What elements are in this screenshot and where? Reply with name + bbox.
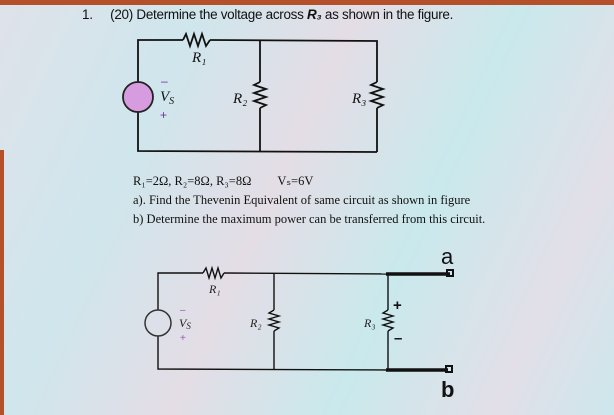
- r1-label: R₁: [191, 50, 206, 66]
- terminal-b-label: b: [441, 377, 454, 402]
- values-line: R₁=2Ω, R₂=8Ω, R₃=8Ω Vₛ=6V: [133, 172, 485, 191]
- r1-label-2: R₁: [208, 282, 221, 296]
- r2-label: R₂: [232, 91, 247, 107]
- question-points: (20): [110, 7, 133, 22]
- voltage-source-2-icon: [144, 309, 172, 337]
- vs-label-2: VS: [179, 316, 191, 331]
- question-text-after: as shown in the figure.: [324, 7, 454, 22]
- voltage-source-icon: [122, 81, 154, 113]
- part-b: b) Determine the maximum power can be tr…: [133, 212, 486, 226]
- r3-minus: –: [394, 330, 402, 347]
- terminal-a-label: a: [441, 244, 454, 269]
- question-heading: 1. (20) Determine the voltage across R₃ …: [82, 7, 453, 22]
- question-number: 1.: [82, 7, 93, 22]
- r3-plus: +: [393, 297, 402, 314]
- r3-label-2: R₃: [363, 316, 376, 330]
- r2-label-2: R₂: [249, 316, 262, 330]
- resistor-values: R₁=2Ω, R₂=8Ω, R₃=8Ω: [133, 174, 252, 188]
- source-value: Vₛ=6V: [277, 174, 314, 188]
- part-a: a). Find the Thevenin Equivalent of same…: [133, 193, 471, 207]
- vs-plus: +: [160, 108, 167, 122]
- given-values: R₁=2Ω, R₂=8Ω, R₃=8Ω Vₛ=6V a). Find the Th…: [133, 172, 485, 229]
- vs2-minus: –: [180, 305, 186, 316]
- question-target: R₃: [307, 7, 322, 22]
- r3-label: R₃: [351, 91, 366, 107]
- terminal-b-icon: [445, 365, 453, 373]
- terminal-a-icon: [446, 269, 454, 277]
- vs-label: VS: [160, 89, 174, 107]
- question-text: Determine the voltage across: [136, 7, 304, 22]
- left-border: [0, 150, 4, 415]
- top-border: [0, 0, 614, 5]
- vs2-plus: +: [180, 333, 186, 344]
- vs-minus: –: [161, 74, 168, 88]
